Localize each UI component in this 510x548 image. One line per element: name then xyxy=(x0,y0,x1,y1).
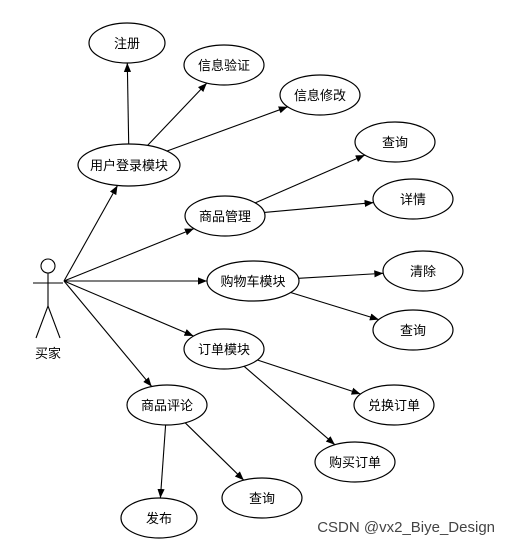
edge-layer xyxy=(63,62,384,499)
edge-dingdan-to-goumai_dingdan xyxy=(243,365,336,446)
usecase-purchase-order-label: 购买订单 xyxy=(329,455,381,471)
usecase-product-review-ellipse xyxy=(126,384,208,426)
edge-shangpin_guanli-to-chaxun_1 xyxy=(254,154,366,204)
actor-head xyxy=(40,258,56,274)
usecase-redeem-order: 兑换订单 xyxy=(353,384,435,426)
usecase-clear-ellipse xyxy=(382,250,464,292)
edge-dingdan-to-duihuan_dingdan xyxy=(257,359,361,395)
usecase-order-module-ellipse xyxy=(183,328,265,370)
usecase-query-reviews-ellipse xyxy=(221,477,303,519)
edge-gouwuche-to-qingchu xyxy=(298,270,384,279)
edge-shangpin_pinglun-to-fabu xyxy=(157,424,167,499)
usecase-user-login-module: 用户登录模块 xyxy=(77,143,181,187)
usecase-publish: 发布 xyxy=(120,497,198,539)
usecase-product-management: 商品管理 xyxy=(184,195,266,237)
usecase-info-edit-label: 信息修改 xyxy=(294,88,346,104)
edge-denglu-to-zhuce xyxy=(123,62,132,145)
usecase-info-verify: 信息验证 xyxy=(183,44,265,86)
usecase-redeem-order-ellipse xyxy=(353,384,435,426)
usecase-info-verify-ellipse xyxy=(183,44,265,86)
actor-left-leg xyxy=(35,305,49,339)
usecase-info-verify-label: 信息验证 xyxy=(198,58,250,74)
edge-actor-to-dingdan xyxy=(63,280,194,337)
usecase-cart-module-ellipse xyxy=(206,260,300,302)
edge-gouwuche-to-chaxun_2 xyxy=(290,291,380,321)
usecase-query-reviews-label: 查询 xyxy=(249,492,275,507)
usecase-details: 详情 xyxy=(372,178,454,220)
usecase-publish-label: 发布 xyxy=(146,511,172,527)
usecase-product-management-ellipse xyxy=(184,195,266,237)
edge-shangpin_pinglun-to-chaxun_3 xyxy=(184,422,245,481)
usecase-order-module-label: 订单模块 xyxy=(198,343,250,358)
usecase-order-module: 订单模块 xyxy=(183,328,265,370)
usecase-product-review-label: 商品评论 xyxy=(141,399,193,414)
edge-actor-to-shangpin_pinglun xyxy=(63,280,153,387)
usecase-query-products-ellipse xyxy=(354,121,436,163)
usecase-register-label: 注册 xyxy=(114,37,140,52)
usecase-query-cart: 查询 xyxy=(372,309,454,351)
edge-denglu-to-xinxi_yanzheng xyxy=(147,82,208,146)
usecase-query-cart-label: 查询 xyxy=(400,324,426,339)
usecase-user-login-module-ellipse xyxy=(77,143,181,187)
usecase-user-login-module-label: 用户登录模块 xyxy=(90,158,168,174)
edge-denglu-to-xinxi_xiugai xyxy=(166,106,288,152)
usecase-details-label: 详情 xyxy=(400,193,426,208)
usecase-redeem-order-label: 兑换订单 xyxy=(368,399,420,414)
usecase-purchase-order: 购买订单 xyxy=(314,441,396,483)
usecase-info-edit-ellipse xyxy=(279,74,361,116)
usecase-publish-ellipse xyxy=(120,497,198,539)
usecase-info-edit: 信息修改 xyxy=(279,74,361,116)
usecase-product-management-label: 商品管理 xyxy=(199,210,251,225)
usecase-query-reviews: 查询 xyxy=(221,477,303,519)
usecase-query-products-label: 查询 xyxy=(382,136,408,151)
usecase-query-products: 查询 xyxy=(354,121,436,163)
actor-buyer: 买家 xyxy=(33,258,63,362)
edge-shangpin_guanli-to-xiangqing xyxy=(264,199,374,213)
actor-right-leg xyxy=(47,305,61,339)
usecase-query-cart-ellipse xyxy=(372,309,454,351)
usecase-details-ellipse xyxy=(372,178,454,220)
usecase-cart-module-label: 购物车模块 xyxy=(220,274,285,290)
usecase-register: 注册 xyxy=(88,22,166,64)
usecase-register-ellipse xyxy=(88,22,166,64)
usecase-cart-module: 购物车模块 xyxy=(206,260,300,302)
edge-actor-to-shangpin_guanli xyxy=(63,228,195,282)
usecase-clear: 清除 xyxy=(382,250,464,292)
usecase-clear-label: 清除 xyxy=(410,265,436,280)
usecase-product-review: 商品评论 xyxy=(126,384,208,426)
usecase-purchase-order-ellipse xyxy=(314,441,396,483)
edge-actor-to-denglu xyxy=(63,185,118,282)
csdn-watermark: CSDN @vx2_Biye_Design xyxy=(317,519,495,536)
actor-label: 买家 xyxy=(35,346,61,362)
